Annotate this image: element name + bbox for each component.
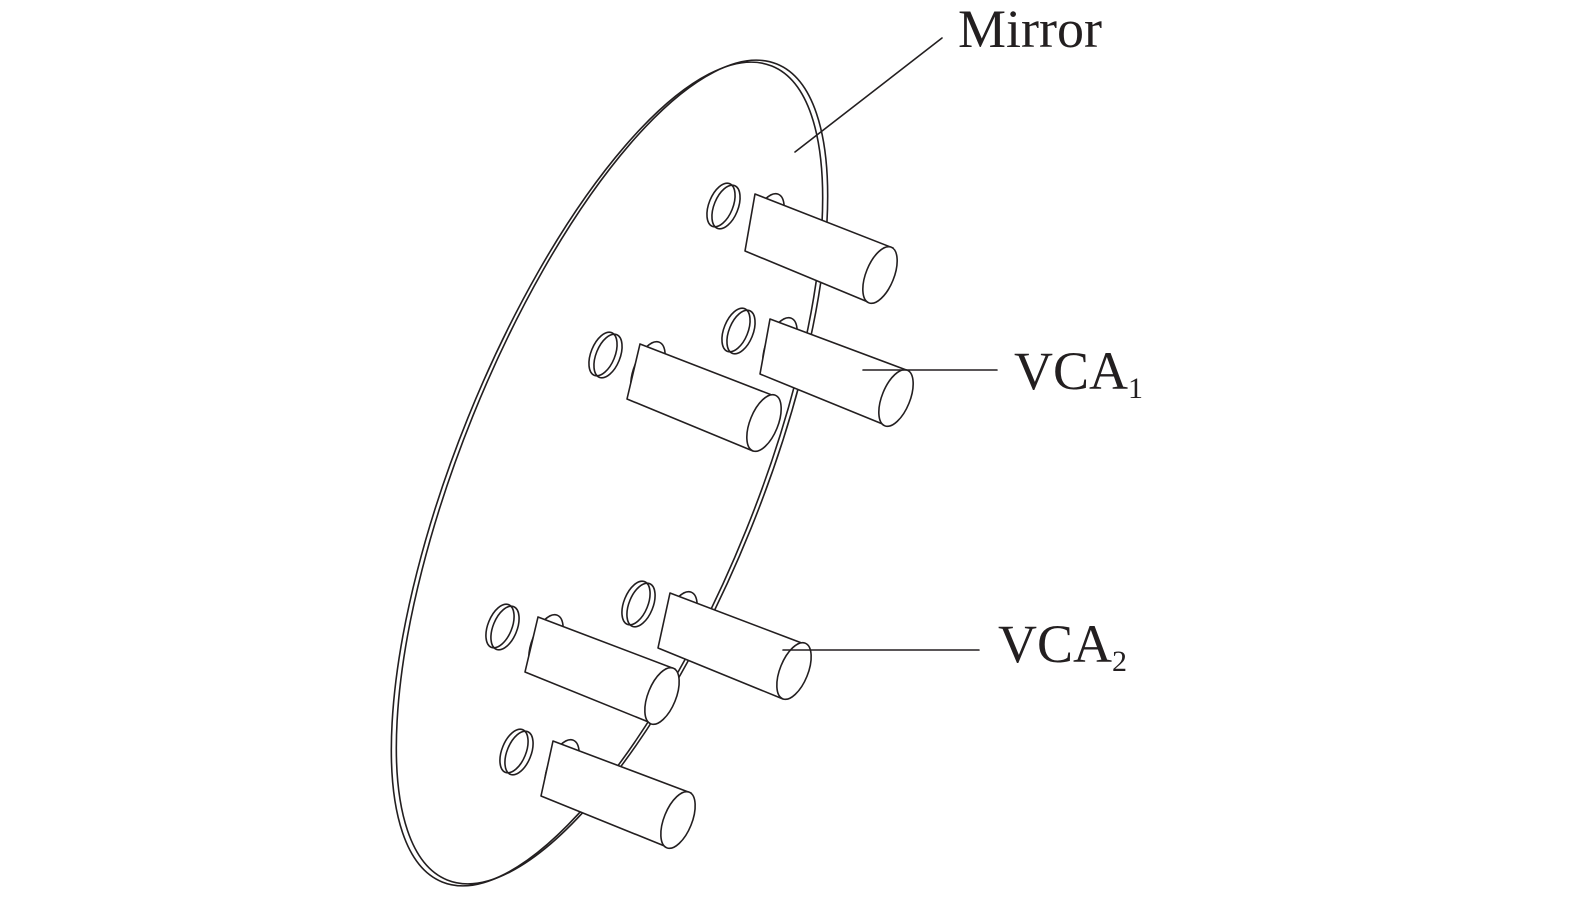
pin — [499, 728, 534, 776]
actuator-cylinder — [744, 192, 898, 305]
vca2-label-subscript: 2 — [1112, 645, 1127, 678]
vca2-label: VCA2 — [998, 614, 1127, 678]
vca2-label-main: VCA — [998, 614, 1112, 674]
pin — [485, 603, 520, 651]
actuator-cylinder — [759, 316, 914, 428]
mirror-pins — [485, 182, 756, 776]
vca1-label: VCA1 — [1014, 341, 1143, 405]
mirror-disk — [390, 59, 829, 887]
actuator-cylinder — [524, 613, 680, 726]
leader-lines — [782, 37, 998, 651]
pin — [621, 580, 656, 628]
mirror-leader-line — [794, 37, 943, 153]
vca1-label-subscript: 1 — [1128, 372, 1143, 405]
vca1-label-main: VCA — [1014, 341, 1128, 401]
pin — [588, 331, 623, 379]
mirror-label: Mirror — [958, 0, 1102, 59]
actuator-cylinder — [626, 340, 782, 453]
actuator-cylinders — [524, 192, 914, 850]
actuator-cylinder — [657, 590, 812, 701]
actuator-cylinder — [540, 738, 696, 850]
pin — [706, 182, 741, 230]
pin — [721, 307, 756, 355]
